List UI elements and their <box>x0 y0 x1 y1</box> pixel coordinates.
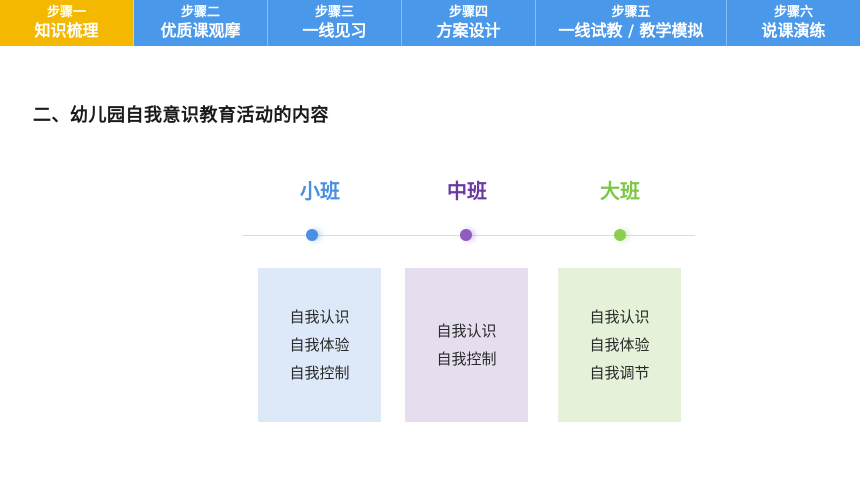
nav-step-label: 步骤三 <box>314 5 354 20</box>
content-item: 自我控制 <box>436 350 497 368</box>
content-item: 自我认识 <box>289 308 350 326</box>
nav-step-label: 步骤六 <box>773 5 813 20</box>
nav-step-3[interactable]: 步骤三 一线见习 <box>268 0 402 46</box>
content-card-small: 自我认识 自我体验 自我控制 <box>258 268 381 422</box>
content-item: 自我认识 <box>436 322 497 340</box>
timeline-dot-middle <box>460 229 472 241</box>
nav-step-name: 一线试教 / 教学模拟 <box>558 21 704 40</box>
nav-step-name: 说课演练 <box>761 21 826 40</box>
class-title-small: 小班 <box>300 179 340 203</box>
nav-step-name: 知识梳理 <box>34 21 99 40</box>
nav-step-label: 步骤一 <box>46 5 86 20</box>
page-title: 二、幼儿园自我意识教育活动的内容 <box>33 105 329 126</box>
nav-step-label: 步骤二 <box>180 5 220 20</box>
content-item: 自我体验 <box>589 336 650 354</box>
content-card-large: 自我认识 自我体验 自我调节 <box>558 268 681 422</box>
nav-step-5[interactable]: 步骤五 一线试教 / 教学模拟 <box>536 0 727 46</box>
content-item: 自我调节 <box>589 364 650 382</box>
nav-step-name: 方案设计 <box>436 21 501 40</box>
nav-step-label: 步骤五 <box>611 5 651 20</box>
nav-step-1[interactable]: 步骤一 知识梳理 <box>0 0 134 46</box>
content-item: 自我控制 <box>289 364 350 382</box>
timeline-dot-large <box>614 229 626 241</box>
step-nav: 步骤一 知识梳理 步骤二 优质课观摩 步骤三 一线见习 步骤四 方案设计 步骤五… <box>0 0 860 46</box>
class-title-large: 大班 <box>600 179 640 203</box>
nav-step-6[interactable]: 步骤六 说课演练 <box>727 0 860 46</box>
content-item: 自我认识 <box>589 308 650 326</box>
timeline-dot-small <box>306 229 318 241</box>
nav-step-4[interactable]: 步骤四 方案设计 <box>402 0 536 46</box>
content-card-middle: 自我认识 自我控制 <box>405 268 528 422</box>
nav-step-name: 一线见习 <box>302 21 367 40</box>
nav-step-2[interactable]: 步骤二 优质课观摩 <box>134 0 268 46</box>
content-item: 自我体验 <box>289 336 350 354</box>
class-title-middle: 中班 <box>447 179 487 203</box>
nav-step-name: 优质课观摩 <box>160 21 241 40</box>
nav-step-label: 步骤四 <box>448 5 488 20</box>
